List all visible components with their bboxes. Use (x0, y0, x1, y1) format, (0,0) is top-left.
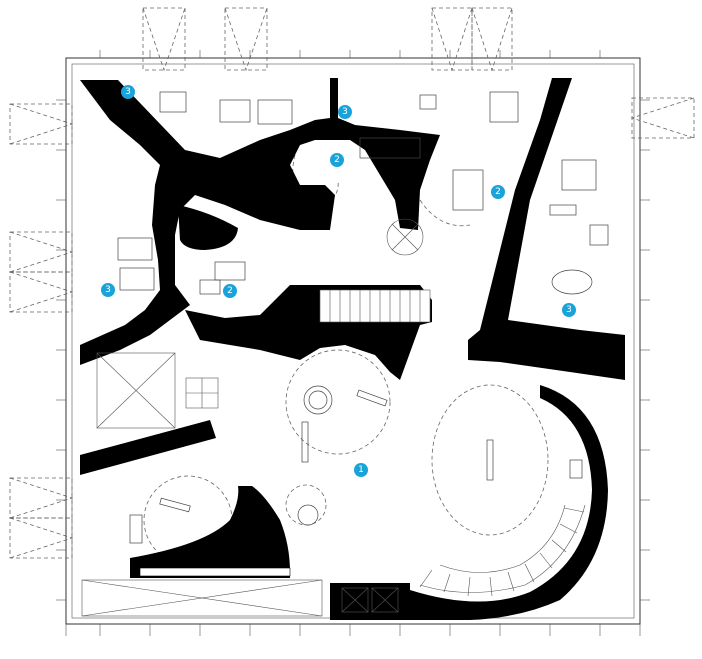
external-bays (9, 7, 695, 559)
room-marker-label: 3 (105, 285, 111, 295)
room-marker-label: 3 (342, 107, 348, 117)
room-marker-label: 2 (227, 286, 233, 296)
staircases (139, 289, 586, 597)
room-marker-label: 1 (358, 465, 364, 475)
room-marker-2: 2 (227, 286, 233, 296)
room-marker-3: 3 (338, 105, 352, 119)
room-marker-3: 3 (121, 85, 135, 99)
room-marker-label: 2 (334, 155, 340, 165)
room-marker-3: 3 (101, 283, 115, 297)
room-marker-label: 2 (495, 187, 501, 197)
void-boxes (81, 218, 424, 617)
furniture (117, 91, 609, 544)
room-marker-label: 3 (566, 305, 572, 315)
room-marker-2: 2 (223, 284, 237, 298)
room-markers: 1 2 2 2 2 3 3 3 (101, 85, 576, 477)
room-marker-label: 3 (125, 87, 131, 97)
room-marker-3: 3 (562, 303, 576, 317)
room-marker-2: 2 (330, 153, 344, 167)
room-marker-1: 1 (354, 463, 368, 477)
room-marker-2: 2 (491, 185, 505, 199)
wall-masses (80, 78, 625, 620)
